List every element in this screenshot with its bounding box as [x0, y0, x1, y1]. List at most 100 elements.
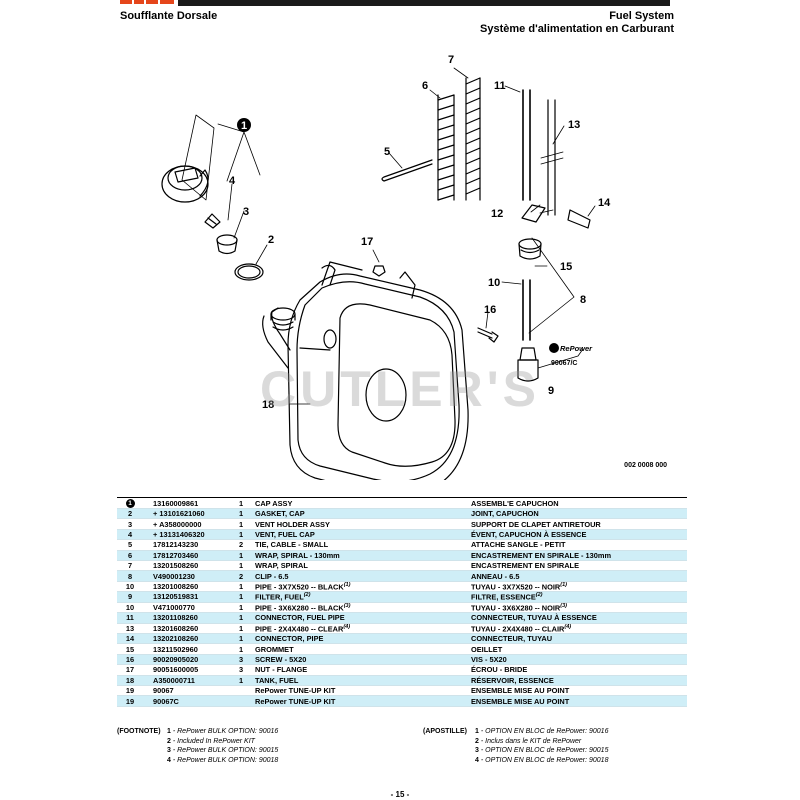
ref-number: 3	[117, 518, 143, 530]
repower-kit-number: 90067/C	[551, 360, 577, 367]
quantity: 2	[229, 539, 253, 551]
part-number: V471000770	[143, 602, 229, 614]
ref-number: 18	[117, 675, 143, 686]
callout-9: 9	[548, 385, 554, 397]
description-en: WRAP, SPIRAL	[253, 560, 469, 572]
description-fr: ENCASTREMENT EN SPIRALE	[469, 560, 687, 572]
part-number: 90020905020	[143, 654, 229, 666]
part-number: + A358000000	[143, 518, 229, 530]
ref-number: 19	[117, 685, 143, 697]
apostille-line: 4 - OPTION EN BLOC de RePower: 90018	[475, 756, 609, 764]
quantity: 1	[229, 602, 253, 614]
description-fr: OEILLET	[469, 643, 687, 655]
ref-number: 11	[117, 612, 143, 624]
repower-logo-text: RePower	[560, 344, 593, 353]
description-fr: ASSEMBL'E CAPUCHON	[469, 497, 687, 509]
part-number: + 13131406320	[143, 529, 229, 541]
quantity: 1	[229, 497, 253, 509]
callout-1: 1	[241, 120, 247, 132]
fuel-tank-drawing	[262, 261, 469, 480]
part-number: 17812703460	[143, 550, 229, 561]
description-en: VENT HOLDER ASSY	[253, 518, 469, 530]
page-number: - 15 -	[390, 790, 410, 799]
ref-number: 6	[117, 550, 143, 561]
callout-1-circle	[237, 118, 251, 132]
ref-number: 16	[117, 654, 143, 666]
description-en: CAP ASSY	[253, 497, 469, 509]
part-number: 13201008260	[143, 581, 229, 593]
quantity: 3	[229, 654, 253, 666]
callout-12: 12	[491, 208, 503, 220]
spiral-wrap-7-drawing	[465, 77, 481, 201]
description-en: TANK, FUEL	[253, 675, 469, 686]
pipe-13-drawing	[547, 99, 556, 216]
part-number: 17812143230	[143, 539, 229, 551]
quantity: 1	[229, 550, 253, 561]
gasket-drawing	[234, 263, 264, 281]
part-number: 13201608260	[143, 623, 229, 635]
footnote-line: 4 - RePower BULK OPTION: 90018	[167, 756, 279, 764]
description-en: PIPE - 3X6X280 -- BLACK(3)	[253, 602, 469, 614]
quantity	[229, 685, 253, 697]
fuel-filter-drawing	[517, 347, 539, 382]
callout-8: 8	[580, 294, 586, 306]
description-fr: ENSEMBLE MISE AU POINT	[469, 685, 687, 697]
quantity: 1	[229, 591, 253, 603]
footnote-line: 1 - RePower BULK OPTION: 90016	[167, 728, 279, 735]
part-number: 90067	[143, 685, 229, 697]
header-rule	[118, 0, 670, 6]
description-en: NUT - FLANGE	[253, 664, 469, 676]
quantity: 1	[229, 623, 253, 635]
description-fr: TUYAU - 2X4X480 -- CLAIR(4)	[469, 623, 687, 635]
part-number: 90067C	[143, 695, 229, 707]
vent-holder-drawing	[216, 234, 238, 255]
description-en: SCREW - 5X20	[253, 654, 469, 666]
ref-number: 4	[117, 529, 143, 541]
part-number: V490001230	[143, 570, 229, 582]
ref-number: 10	[117, 602, 143, 614]
callout-18: 18	[262, 399, 274, 411]
callout-7: 7	[448, 54, 454, 66]
callout-4: 4	[229, 175, 236, 187]
ref-number: 8	[117, 570, 143, 582]
quantity: 1	[229, 518, 253, 530]
part-number: 13160009861	[143, 497, 229, 509]
ref-number: 10	[117, 581, 143, 593]
callout-6: 6	[422, 80, 428, 92]
quantity: 1	[229, 581, 253, 593]
callout-13: 13	[568, 119, 580, 131]
description-en: RePower TUNE-UP KIT	[253, 695, 469, 707]
description-en: CLIP - 6.5	[253, 570, 469, 582]
pipe-10-drawing	[522, 279, 531, 341]
grommet-drawing	[518, 238, 542, 260]
header-right-title-fr: Système d'alimentation en Carburant	[480, 23, 674, 35]
description-fr: VIS - 5X20	[469, 654, 687, 666]
callout-2: 2	[268, 234, 274, 246]
callout-10: 10	[488, 277, 500, 289]
vent-drawing	[204, 213, 221, 229]
description-fr: FILTRE, ESSENCE(2)	[469, 591, 687, 603]
quantity: 1	[229, 529, 253, 541]
part-number: 13201108260	[143, 612, 229, 624]
cap-assy-drawing	[161, 114, 215, 203]
ref-number: 2	[117, 508, 143, 520]
ref-number: 5	[117, 539, 143, 551]
description-en: RePower TUNE-UP KIT	[253, 685, 469, 697]
brand-logo	[118, 0, 178, 6]
quantity: 3	[229, 664, 253, 676]
part-number: A350000711	[143, 675, 229, 686]
part-number: 13201508260	[143, 560, 229, 572]
repower-badge: RePower 90067/C	[549, 343, 593, 367]
description-en: GROMMET	[253, 643, 469, 655]
part-number: 13202108260	[143, 633, 229, 645]
